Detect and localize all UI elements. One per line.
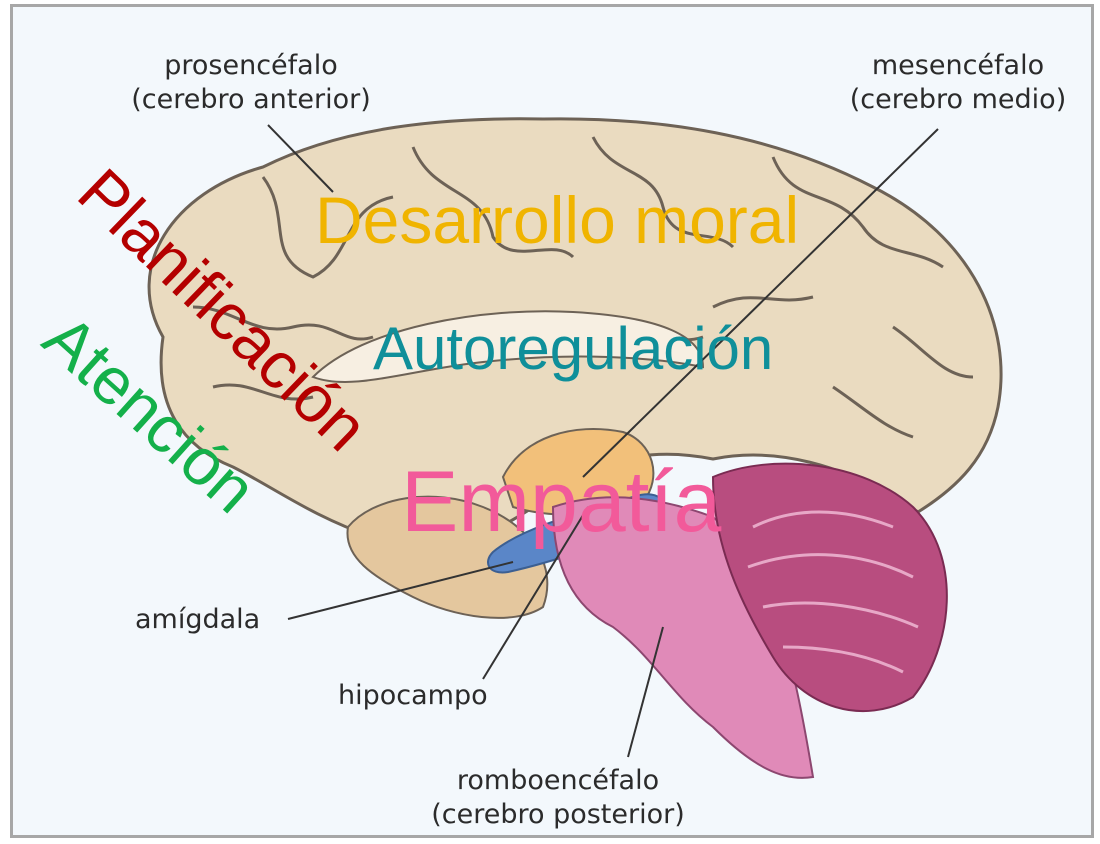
empathy-overlay: Empatía (401, 459, 721, 545)
hippocampus-label: hipocampo (338, 679, 488, 713)
hindbrain-label-line1: romboencéfalo (408, 764, 708, 798)
amygdala-label: amígdala (135, 603, 260, 637)
self-regulation-overlay: Autoregulación (373, 319, 773, 379)
hindbrain-label-line2: (cerebro posterior) (408, 798, 708, 832)
forebrain-label: prosencéfalo (cerebro anterior) (121, 49, 381, 117)
midbrain-label: mesencéfalo (cerebro medio) (833, 49, 1083, 117)
diagram-frame: prosencéfalo (cerebro anterior) mesencéf… (10, 4, 1094, 838)
moral-development-overlay: Desarrollo moral (315, 187, 799, 253)
hindbrain-label: romboencéfalo (cerebro posterior) (408, 764, 708, 832)
midbrain-label-line2: (cerebro medio) (833, 83, 1083, 117)
forebrain-label-line2: (cerebro anterior) (121, 83, 381, 117)
midbrain-label-line1: mesencéfalo (833, 49, 1083, 83)
forebrain-label-line1: prosencéfalo (121, 49, 381, 83)
